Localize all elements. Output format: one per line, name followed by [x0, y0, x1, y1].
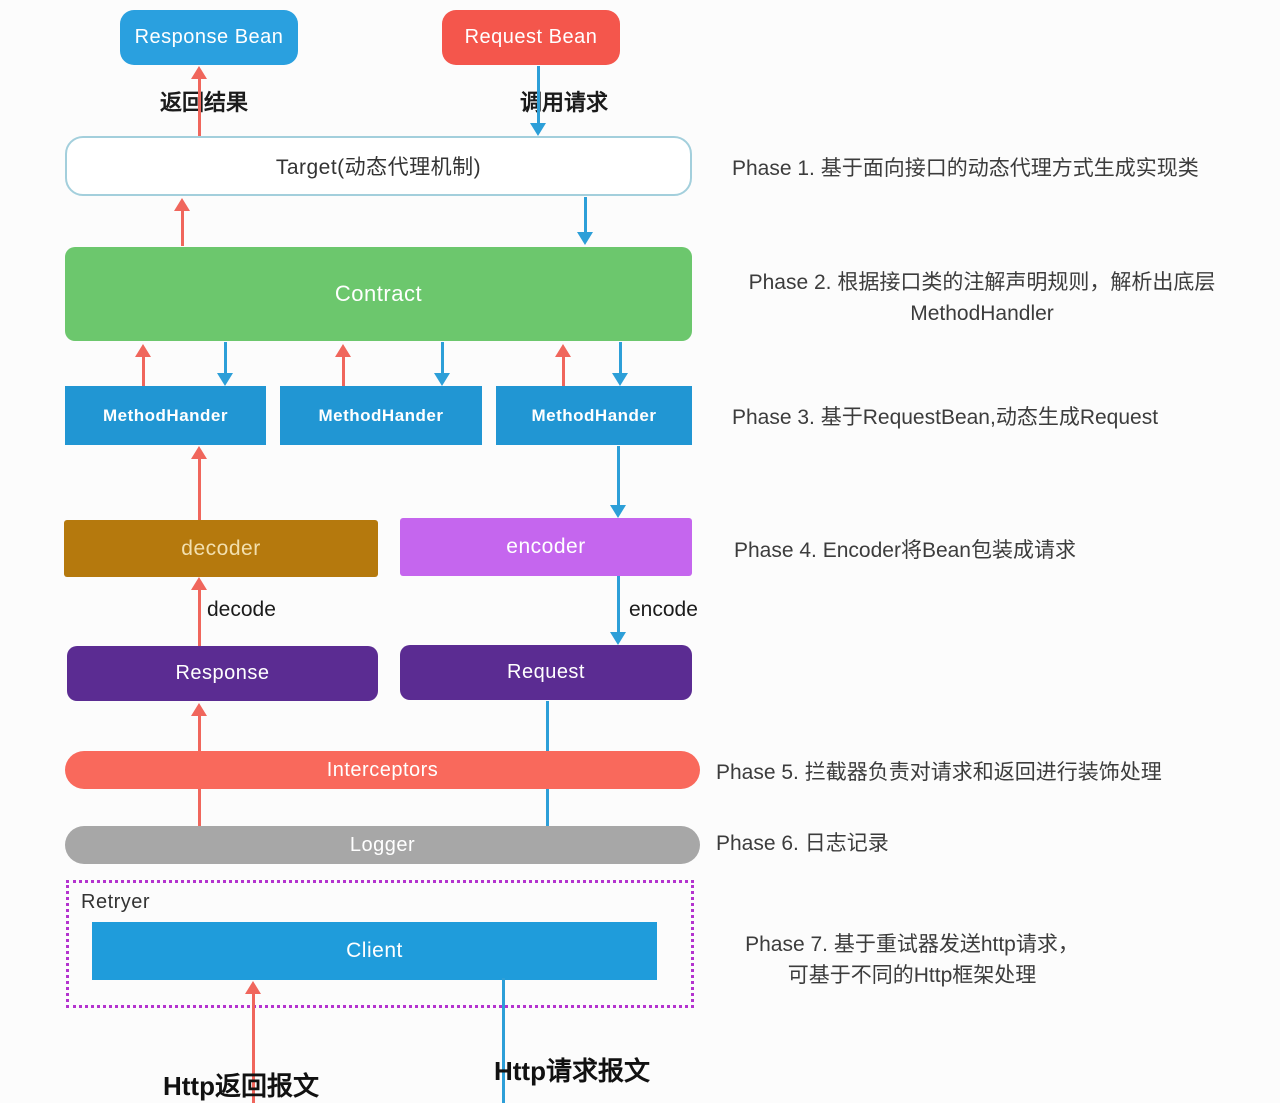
- node-request-bean: Request Bean: [442, 10, 620, 65]
- arrow-methodhandler2-to-contract: [335, 344, 351, 386]
- node-retryer: Retryer: [66, 880, 694, 1008]
- phase-7-line1: Phase 7. 基于重试器发送http请求，: [745, 933, 1079, 956]
- node-encoder: encoder: [400, 518, 692, 576]
- arrow-contract-to-methodhandler2: [434, 342, 450, 386]
- node-logger: Logger: [65, 826, 700, 864]
- arrow-target-to-contract: [577, 197, 593, 245]
- phase-5-line1: Phase 5. 拦截器负责对请求和返回进行装饰处理: [716, 761, 1162, 784]
- phase-6-note: Phase 6. 日志记录: [716, 828, 889, 859]
- arrow-decoder-to-methodhandler1: [191, 446, 207, 520]
- arrow-methodhandler3-to-contract: [555, 344, 571, 386]
- node-response-bean: Response Bean: [120, 10, 298, 65]
- node-target: Target(动态代理机制): [65, 136, 692, 196]
- node-interceptors: Interceptors: [65, 751, 700, 789]
- phase-3-line1: Phase 3. 基于RequestBean,动态生成Request: [732, 406, 1159, 429]
- phase-7-line2: 可基于不同的Http框架处理: [787, 964, 1037, 987]
- arrow-contract-to-target: [174, 198, 190, 246]
- phase-3-note: Phase 3. 基于RequestBean,动态生成Request: [732, 402, 1158, 433]
- label-encode: encode: [629, 598, 698, 621]
- label-decode: decode: [207, 598, 276, 621]
- label-return-result: 返回结果: [160, 90, 249, 115]
- label-invoke-request: 调用请求: [520, 90, 609, 115]
- arrow-methodhandler3-to-encoder: [610, 446, 626, 518]
- phase-2-note: Phase 2. 根据接口类的注解声明规则，解析出底层 MethodHandle…: [728, 267, 1236, 329]
- arrow-response-to-decoder: [191, 577, 207, 646]
- label-http-request: Http请求报文: [494, 1056, 650, 1086]
- line-client-to-http-request: [495, 978, 511, 1103]
- arrow-contract-to-methodhandler1: [217, 342, 233, 386]
- phase-5-note: Phase 5. 拦截器负责对请求和返回进行装饰处理: [716, 757, 1162, 788]
- phase-2-line2: MethodHandler: [910, 302, 1054, 325]
- node-client: Client: [92, 922, 657, 980]
- phase-4-line1: Phase 4. Encoder将Bean包装成请求: [734, 539, 1076, 562]
- node-methodhandler-2: MethodHander: [280, 386, 482, 445]
- arrow-encoder-to-request: [610, 576, 626, 645]
- node-request: Request: [400, 645, 692, 700]
- node-contract: Contract: [65, 247, 692, 341]
- node-decoder: decoder: [64, 520, 378, 577]
- node-methodhandler-3: MethodHander: [496, 386, 692, 445]
- arrow-contract-to-methodhandler3: [612, 342, 628, 386]
- node-response: Response: [67, 646, 378, 701]
- phase-7-note: Phase 7. 基于重试器发送http请求， 可基于不同的Http框架处理: [722, 929, 1102, 991]
- arrow-request-bean-to-target: [530, 66, 546, 136]
- node-methodhandler-1: MethodHander: [65, 386, 266, 445]
- phase-1-line1: Phase 1. 基于面向接口的动态代理方式生成实现类: [732, 157, 1199, 180]
- phase-2-line1: Phase 2. 根据接口类的注解声明规则，解析出底层: [748, 271, 1216, 294]
- label-http-response: Http返回报文: [163, 1071, 319, 1101]
- arrow-methodhandler1-to-contract: [135, 344, 151, 386]
- phase-1-note: Phase 1. 基于面向接口的动态代理方式生成实现类: [732, 153, 1199, 184]
- arrow-target-to-response-bean: [191, 66, 207, 136]
- phase-4-note: Phase 4. Encoder将Bean包装成请求: [734, 535, 1076, 566]
- node-retryer-label: Retryer: [81, 891, 151, 913]
- arrow-http-response-to-client: [245, 981, 261, 1103]
- phase-6-line1: Phase 6. 日志记录: [716, 832, 889, 855]
